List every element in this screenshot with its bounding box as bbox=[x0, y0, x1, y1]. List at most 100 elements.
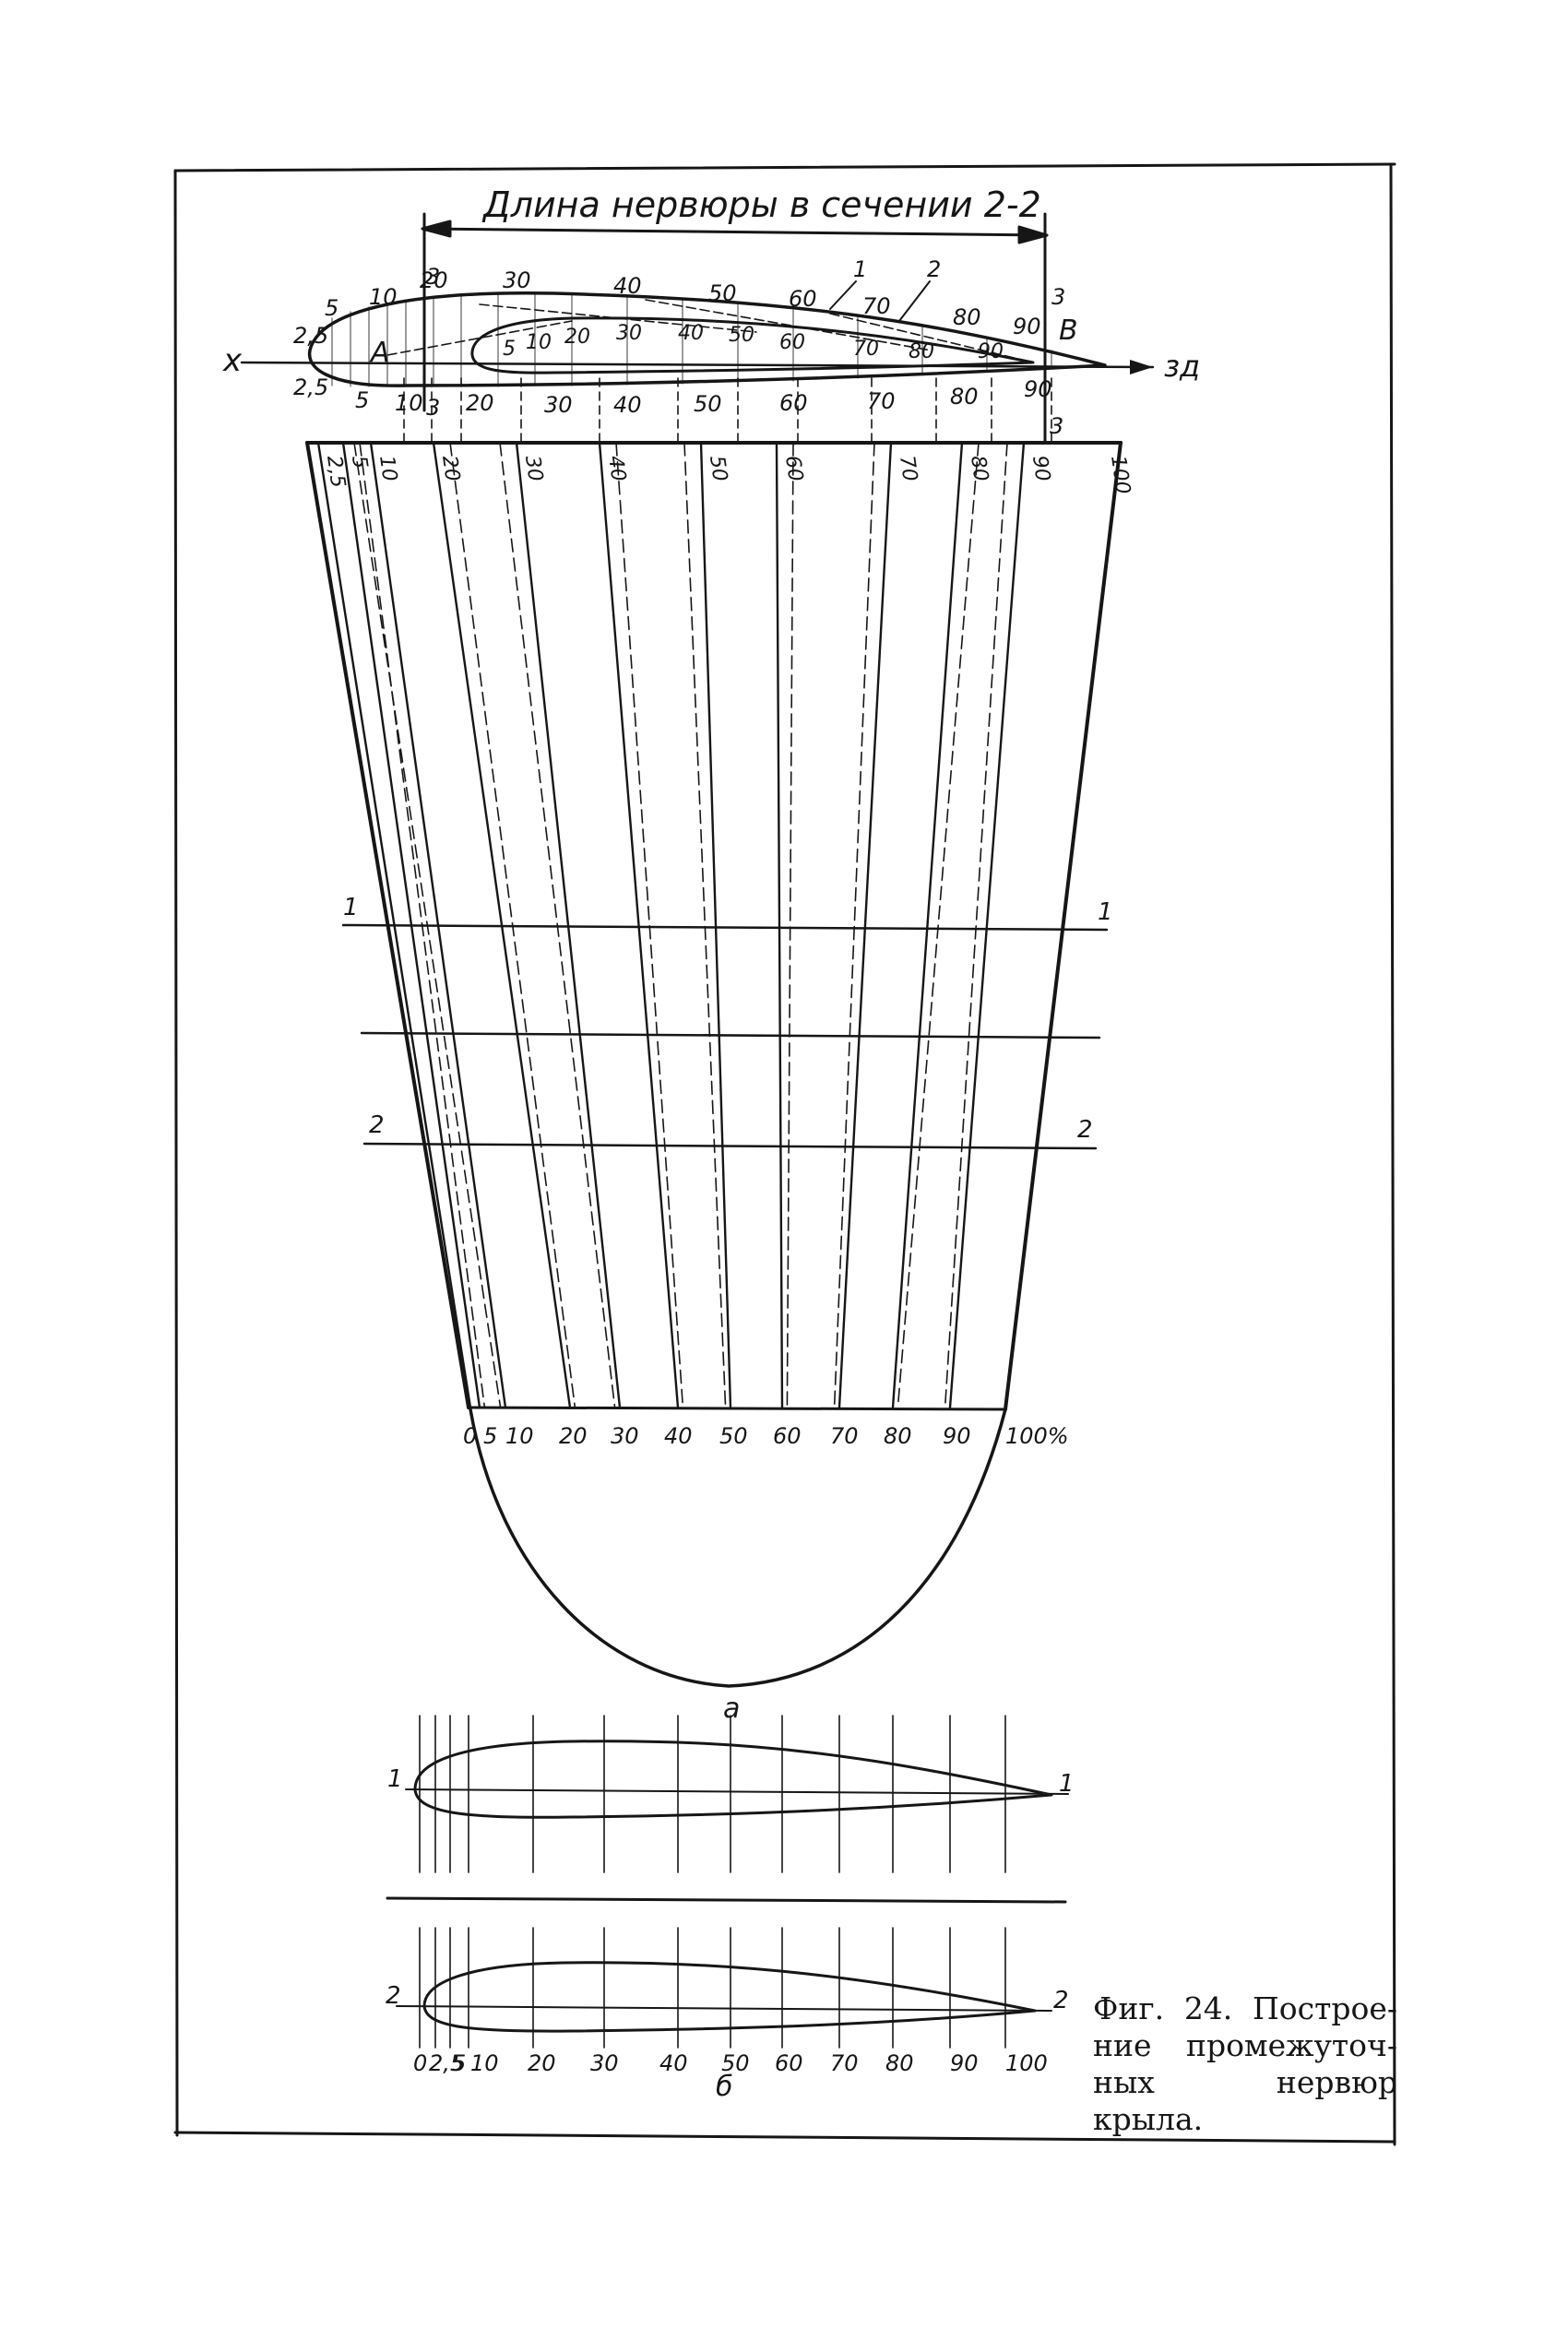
bottom-scale-label-2: 5 bbox=[452, 2050, 466, 2076]
profile-top-number-8: 70 bbox=[862, 293, 891, 319]
profile-top-number-1: 5 bbox=[325, 295, 339, 321]
caption-line-3: ных нервюр крыла. bbox=[1093, 2064, 1397, 2137]
point-a-label: A bbox=[369, 337, 390, 369]
scale-label-7: 60 bbox=[773, 1423, 802, 1449]
rib-guide-6 bbox=[683, 442, 727, 1408]
section-3-label-top-right: 3 bbox=[1051, 284, 1065, 310]
section-2-profile-right-label: 2 bbox=[1053, 1987, 1069, 2014]
profile-top-number-10: 90 bbox=[1013, 314, 1041, 339]
section-1-profile-left-label: 1 bbox=[387, 1765, 403, 1793]
scale-label-2: 10 bbox=[505, 1423, 534, 1449]
scale-label-3: 20 bbox=[559, 1423, 588, 1449]
curve-numbers: 1 2 bbox=[829, 256, 941, 322]
axis-right-label: зд bbox=[1164, 349, 1200, 384]
inner-profile-number-6: 60 bbox=[779, 331, 805, 354]
curve-2-label: 2 bbox=[927, 256, 941, 282]
page-frame bbox=[173, 162, 1396, 2146]
rib-line-4 bbox=[515, 441, 622, 1409]
scale-label-4: 30 bbox=[611, 1423, 639, 1449]
rib-label-6: 50 bbox=[705, 454, 731, 482]
bottom-scale-label-3: 10 bbox=[470, 2050, 499, 2076]
bottom-scale-label-9: 70 bbox=[830, 2050, 859, 2076]
bottom-scale-label-6: 40 bbox=[659, 2050, 688, 2076]
section-3-label-top-left: 3 bbox=[426, 264, 440, 290]
rib-line-5 bbox=[598, 441, 680, 1409]
rib-label-9: 80 bbox=[966, 454, 992, 482]
bottom-scale-label-8: 60 bbox=[775, 2050, 803, 2076]
profile-top-number-7: 60 bbox=[789, 286, 817, 312]
rib-guide-7 bbox=[786, 442, 794, 1408]
scale-label-6: 50 bbox=[719, 1423, 748, 1449]
semi-ellipse bbox=[469, 1408, 1007, 1688]
bottom-scale-label-4: 20 bbox=[528, 2050, 556, 2076]
percent-scale-line bbox=[467, 1406, 1007, 1411]
inner-profile-number-9: 90 bbox=[978, 340, 1004, 363]
section-2-left-label: 2 bbox=[369, 1111, 385, 1139]
profile-bottom-number-2: 10 bbox=[395, 390, 423, 416]
caption-line-1: Фиг. 24. Построе- bbox=[1093, 1990, 1397, 2026]
profile-top-number-4: 30 bbox=[503, 267, 531, 293]
profile-bottom-number-0: 2,5 bbox=[293, 374, 328, 400]
point-b-label: B bbox=[1059, 315, 1078, 347]
curve-1-label: 1 bbox=[853, 256, 867, 282]
rib-label-1: 5 bbox=[347, 454, 372, 469]
rib-guide-5 bbox=[615, 442, 684, 1408]
profile-bottom-number-3: 20 bbox=[466, 390, 494, 416]
caption-line-2: ние промежуточ- bbox=[1093, 2027, 1397, 2063]
section-2-profile: 2 2 bbox=[386, 1927, 1069, 2049]
rib-line-6 bbox=[699, 441, 732, 1409]
section-3-label-bottom-right: 3 bbox=[1050, 413, 1063, 439]
profile-hatching bbox=[331, 292, 1052, 387]
section-1-profile: 1 1 bbox=[387, 1715, 1075, 1873]
bottom-scale-label-7: 50 bbox=[721, 2050, 750, 2076]
rib-label-4: 30 bbox=[520, 454, 547, 482]
bottom-scale-label-12: 100 bbox=[1005, 2050, 1048, 2076]
subfigure-b-label: б bbox=[716, 2071, 733, 2103]
rib-label-0: 2,5 bbox=[322, 454, 350, 489]
profile-top-number-2: 10 bbox=[369, 284, 398, 310]
link-lines bbox=[386, 299, 1034, 363]
scale-label-11: 100% bbox=[1005, 1423, 1069, 1449]
inner-profile-number-2: 20 bbox=[564, 326, 590, 349]
chord-axis bbox=[240, 361, 1155, 369]
subfigure-a-label: а bbox=[723, 1693, 740, 1725]
axis-arrow bbox=[1130, 360, 1153, 374]
rib-label-11: 100 bbox=[1106, 454, 1134, 495]
profile-bottom-number-4: 30 bbox=[544, 392, 573, 418]
rib-line-7 bbox=[775, 441, 784, 1409]
inner-profile-number-3: 30 bbox=[616, 322, 642, 345]
rib-lines bbox=[305, 441, 1123, 1411]
rib-guide-4 bbox=[499, 442, 616, 1408]
rib-guide-8 bbox=[833, 442, 875, 1408]
profile-top-number-9: 80 bbox=[953, 304, 981, 330]
rib-label-10: 90 bbox=[1028, 454, 1054, 482]
section-2-profile-left-label: 2 bbox=[386, 1982, 401, 2010]
rib-guide-9 bbox=[897, 442, 980, 1408]
rib-label-3: 20 bbox=[437, 454, 464, 482]
bottom-scale-label-5: 30 bbox=[590, 2050, 619, 2076]
section-2-right-label: 2 bbox=[1077, 1116, 1093, 1144]
bottom-scale-label-1: 2,5 bbox=[429, 2050, 464, 2076]
rib-line-10 bbox=[948, 441, 1026, 1409]
inner-profile-number-1: 10 bbox=[526, 331, 552, 354]
profile-bottom-number-1: 5 bbox=[355, 387, 369, 413]
outer-profile bbox=[307, 291, 1107, 387]
section-1-right-label: 1 bbox=[1098, 898, 1113, 926]
scale-label-5: 40 bbox=[664, 1423, 693, 1449]
inner-profile-number-0: 5 bbox=[503, 338, 516, 361]
profile-top-number-5: 40 bbox=[613, 273, 642, 299]
section-3-label-bottom-left: 3 bbox=[426, 395, 440, 421]
profile-bottom-number-6: 50 bbox=[694, 391, 722, 417]
dimension-title: Длина нервюры в сечении 2-2 bbox=[481, 184, 1041, 225]
scale-label-8: 70 bbox=[830, 1423, 859, 1449]
bottom-scale-label-11: 90 bbox=[950, 2050, 979, 2076]
bottom-scale-label-10: 80 bbox=[885, 2050, 914, 2076]
section-1-profile-right-label: 1 bbox=[1059, 1770, 1075, 1798]
rib-label-5: 40 bbox=[603, 454, 630, 482]
